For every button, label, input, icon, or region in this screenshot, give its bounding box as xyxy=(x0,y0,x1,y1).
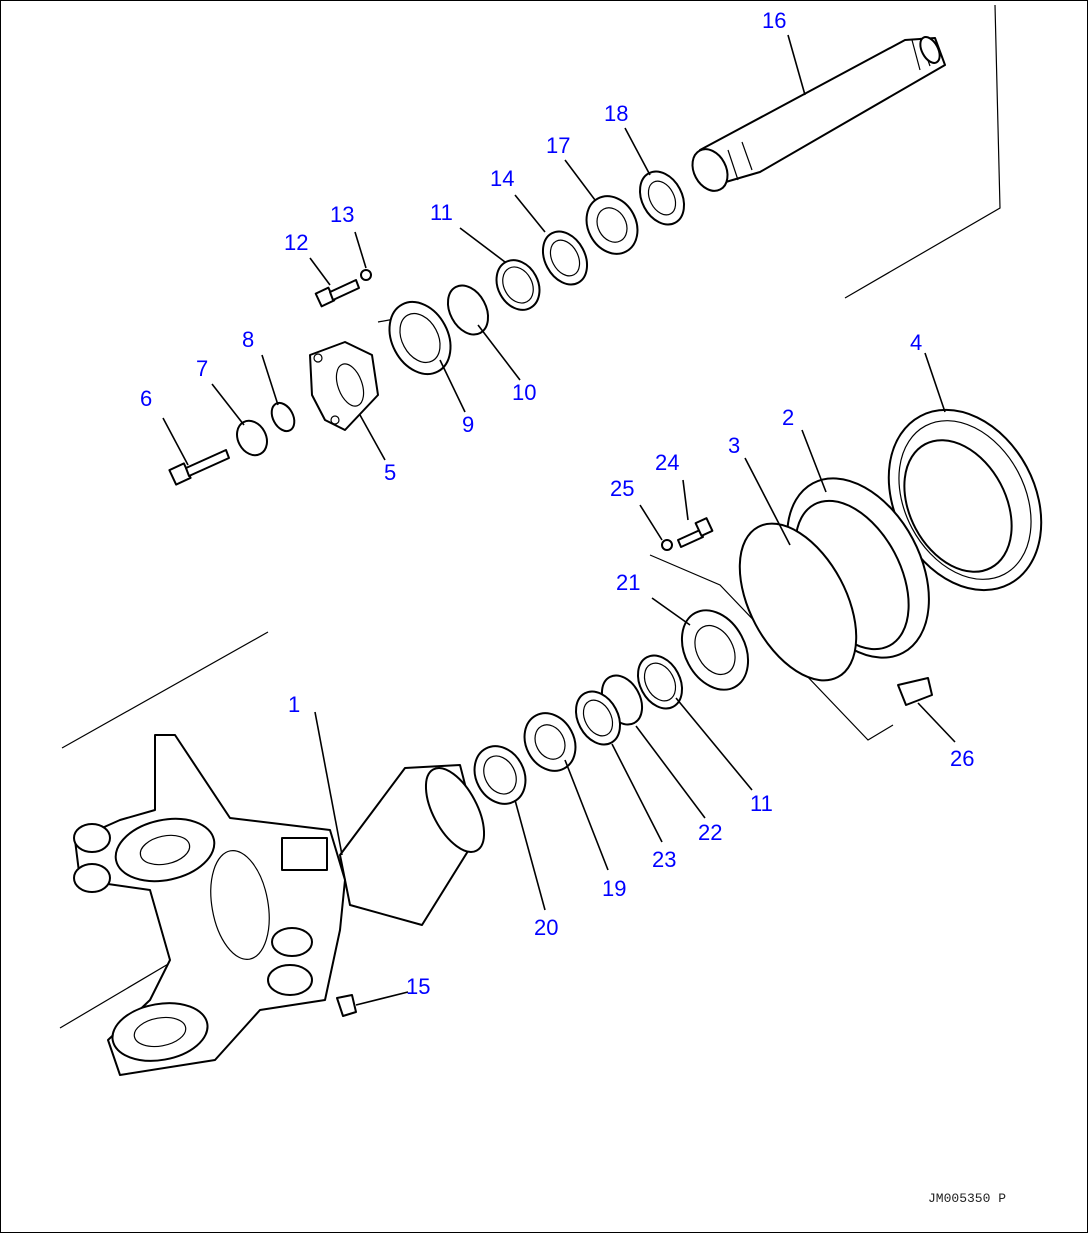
part-17-bearing-cage xyxy=(585,195,639,255)
part-4-outer-seal xyxy=(887,408,1043,592)
part-11-snap-ring-lower xyxy=(636,654,684,710)
callout-4: 4 xyxy=(910,330,922,355)
part-21-bearing xyxy=(680,609,750,691)
callout-2: 2 xyxy=(782,405,794,430)
callout-11-upper: 11 xyxy=(430,200,453,225)
callout-9: 9 xyxy=(462,412,474,437)
callout-18: 18 xyxy=(604,101,628,126)
callout-13: 13 xyxy=(330,202,354,227)
part-14-bearing-race xyxy=(541,230,589,286)
part-9-retainer xyxy=(388,300,452,376)
callout-1: 1 xyxy=(288,692,300,717)
callout-8: 8 xyxy=(242,327,254,352)
part-3-cover xyxy=(738,522,858,682)
part-15-grease-fitting xyxy=(336,994,357,1017)
callout-21: 21 xyxy=(616,570,640,595)
callout-7: 7 xyxy=(196,356,208,381)
part-5-coupling xyxy=(309,341,379,431)
callout-24: 24 xyxy=(655,450,679,475)
callout-16: 16 xyxy=(762,8,786,33)
part-19-bearing-cage xyxy=(523,712,577,772)
callout-12: 12 xyxy=(284,230,308,255)
part-11-snap-ring-upper xyxy=(495,259,541,311)
callout-5: 5 xyxy=(384,460,396,485)
callout-22: 22 xyxy=(698,820,722,845)
part-10-o-ring xyxy=(446,284,490,336)
callout-19: 19 xyxy=(602,876,626,901)
callout-15: 15 xyxy=(406,974,430,999)
part-6-bolt xyxy=(168,449,230,486)
callout-20: 20 xyxy=(534,915,558,940)
part-7-washer xyxy=(236,419,268,457)
leader-lines xyxy=(162,34,956,1006)
part-26-fitting xyxy=(897,677,933,706)
part-24-bolt xyxy=(677,517,714,548)
part-18-bearing xyxy=(638,170,686,226)
drawing-id: JM005350 P xyxy=(928,1191,1006,1206)
part-8-o-ring xyxy=(270,401,296,433)
part-20-bearing xyxy=(473,745,527,805)
callout-11-lower: 11 xyxy=(750,791,773,816)
callout-10: 10 xyxy=(512,380,536,405)
callout-6: 6 xyxy=(140,386,152,411)
part-16-axle-shaft xyxy=(691,36,946,192)
callout-25: 25 xyxy=(610,476,634,501)
part-23-bearing-race xyxy=(574,690,622,746)
callout-26: 26 xyxy=(950,746,974,771)
part-1-housing xyxy=(73,734,486,1076)
callout-3: 3 xyxy=(728,433,740,458)
callout-23: 23 xyxy=(652,847,676,872)
callout-labels: 1 2 3 4 5 6 7 8 9 10 11 11 12 13 14 15 1… xyxy=(140,8,974,999)
part-13-washer xyxy=(360,269,372,281)
part-25-nut xyxy=(661,539,673,551)
callout-17: 17 xyxy=(546,133,570,158)
callout-14: 14 xyxy=(490,166,514,191)
part-12-bolt xyxy=(314,279,360,308)
